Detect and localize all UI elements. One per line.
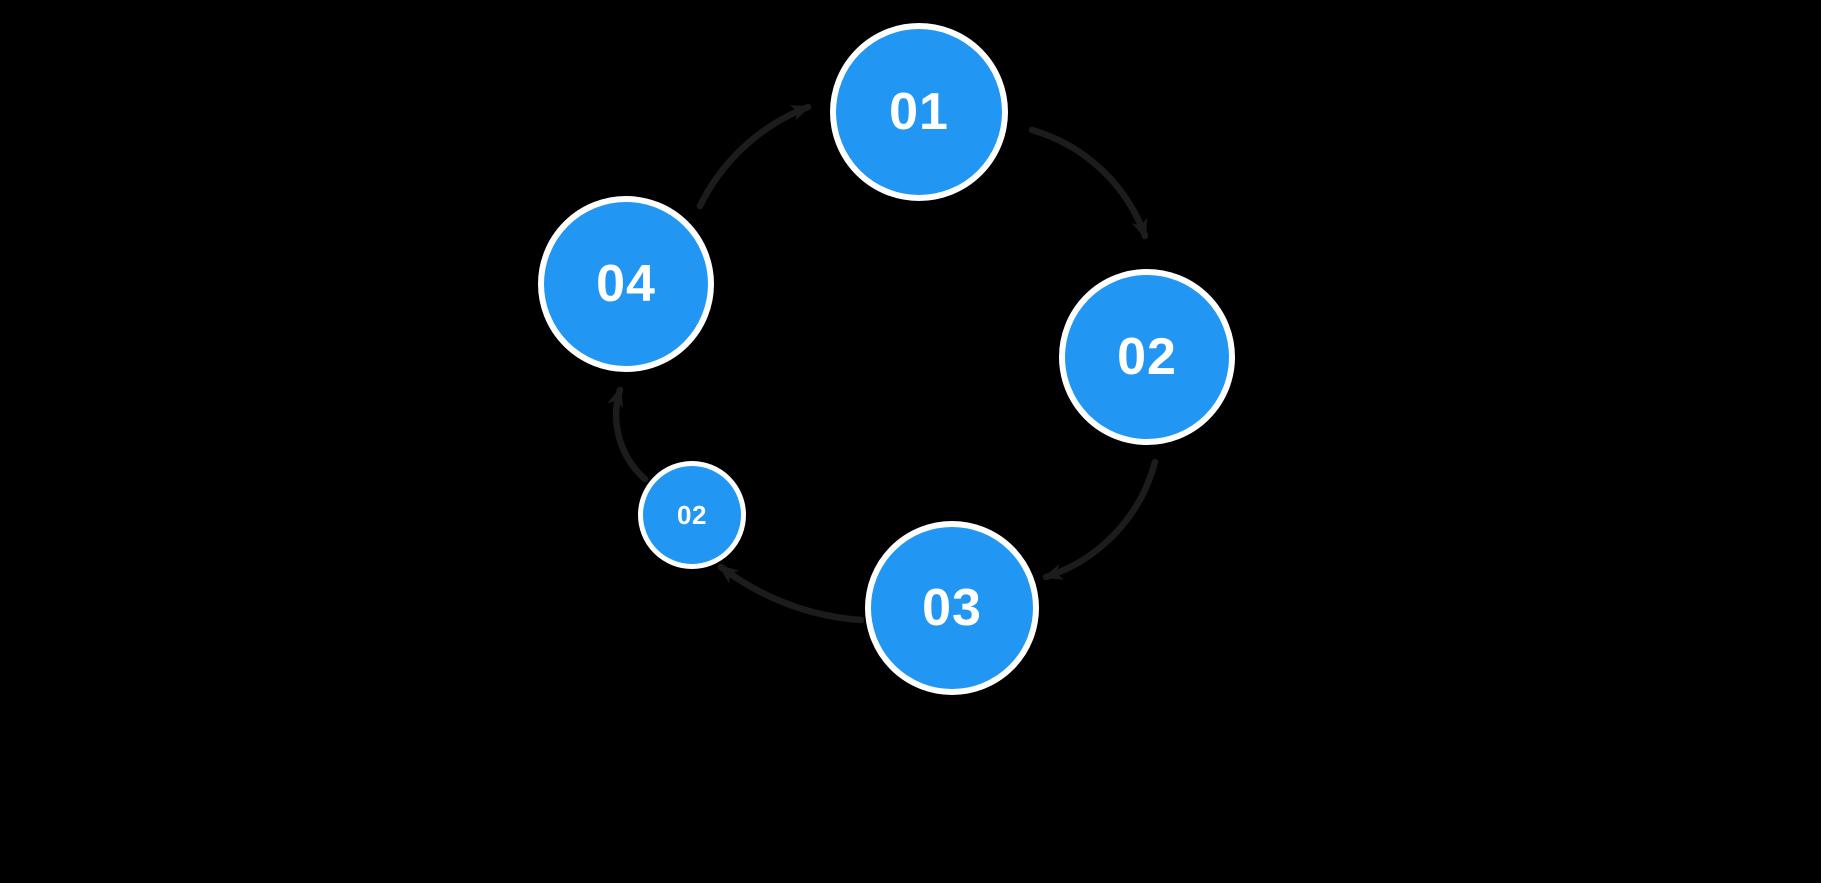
arrow-01-to-02-icon: [1028, 126, 1149, 240]
cycle-node-04: 04: [538, 196, 714, 372]
cycle-node-03-label: 03: [922, 579, 982, 637]
cycle-node-02-label: 02: [1117, 328, 1177, 386]
cycle-node-03: 03: [865, 521, 1039, 695]
arrow-04-to-01-icon: [696, 103, 812, 210]
cycle-node-04-label: 04: [596, 255, 656, 313]
arrow-02-to-03-icon: [1042, 458, 1159, 581]
cycle-node-01: 01: [830, 23, 1008, 201]
arrow-02small-to-04-icon: [607, 386, 649, 483]
arrow-03-to-02small-icon: [717, 563, 865, 624]
cycle-node-02-small: 02: [638, 461, 746, 569]
cycle-node-02-small-label: 02: [677, 500, 707, 530]
cycle-node-02: 02: [1059, 269, 1235, 445]
cycle-node-01-label: 01: [889, 83, 949, 141]
